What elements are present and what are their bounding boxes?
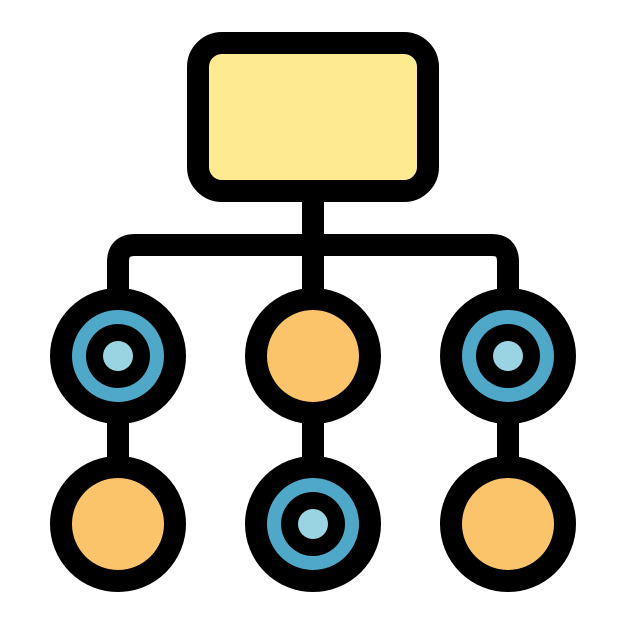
node-bottom-left-circle <box>50 456 186 592</box>
node-top-center-circle <box>245 288 381 424</box>
node-top-right-center-dot <box>493 341 523 371</box>
node-top-left-center-dot <box>103 341 133 371</box>
root-node-box <box>187 32 439 202</box>
connector-branch-bar <box>107 234 519 311</box>
node-bottom-right-circle <box>440 456 576 592</box>
node-bottom-center-center-dot <box>298 509 328 539</box>
